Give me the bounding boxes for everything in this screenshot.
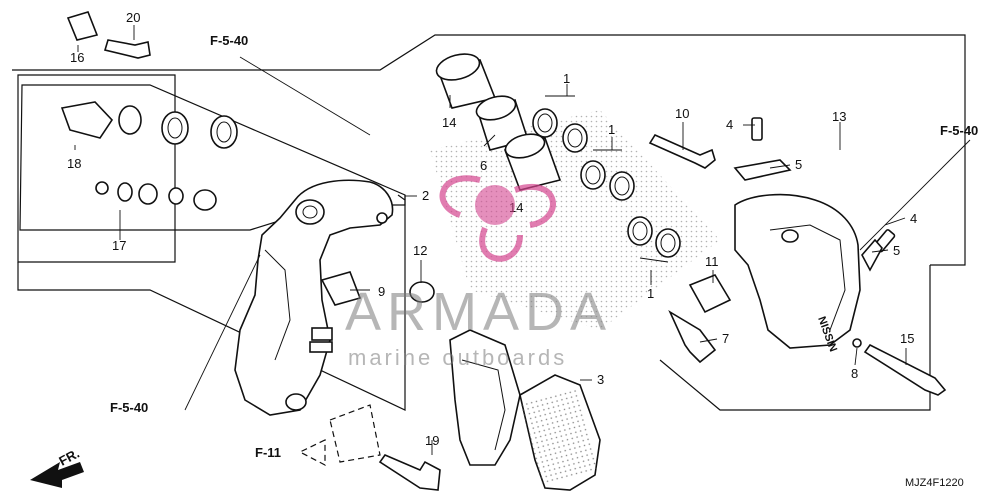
- part-number-10: 10: [675, 106, 689, 121]
- armada-logo-icon: [439, 175, 556, 262]
- mounting-bolt: [378, 454, 441, 491]
- f11-arrow: [298, 404, 381, 466]
- ref-f-5-40-bottom: F-5-40: [110, 400, 148, 415]
- ref-f-11: F-11: [255, 445, 281, 460]
- part-number-3: 3: [597, 372, 604, 387]
- front-direction-arrow: [30, 462, 84, 488]
- part-number-13: 13: [832, 109, 846, 124]
- collar-and-bolt: [66, 11, 151, 59]
- brake-pads: [449, 329, 601, 491]
- leader-lines: [74, 25, 971, 455]
- part-number-8: 8: [851, 366, 858, 381]
- part-number-9: 9: [378, 284, 385, 299]
- bracket-pins: [309, 327, 333, 353]
- seal-kit-parts: [60, 101, 238, 211]
- part-number-18: 18: [67, 156, 81, 171]
- caliper-body: NISSIN: [734, 193, 861, 354]
- part-number-5a: 5: [795, 157, 802, 172]
- part-number-12: 12: [413, 243, 427, 258]
- part-number-4b: 4: [910, 211, 917, 226]
- part-number-14a: 14: [442, 115, 456, 130]
- part-number-1b: 1: [608, 122, 615, 137]
- part-number-20: 20: [126, 10, 140, 25]
- part-number-15: 15: [900, 331, 914, 346]
- ref-f-5-40-right: F-5-40: [940, 123, 978, 138]
- dotted-shading: [430, 110, 720, 330]
- reference-labels: F-5-40 F-5-40 F-5-40 F-11 FR. MJZ4F1220: [56, 33, 978, 489]
- part-number-2: 2: [422, 188, 429, 203]
- part-number-6: 6: [480, 158, 487, 173]
- pin-boots: [409, 274, 732, 314]
- pin-bolt: [648, 133, 716, 169]
- diagram-code: MJZ4F1220: [905, 477, 964, 489]
- part-number-7: 7: [722, 331, 729, 346]
- part-number-5b: 5: [893, 243, 900, 258]
- bracket-clip: [320, 271, 362, 306]
- armada-watermark: ARMADA marine outboards: [345, 175, 612, 370]
- pad-spring: [668, 309, 862, 364]
- part-number-11: 11: [705, 254, 719, 269]
- part-number-1a: 1: [563, 71, 570, 86]
- part-number-17: 17: [112, 238, 126, 253]
- part-number-4a: 4: [726, 117, 733, 132]
- part-number-16: 16: [70, 50, 84, 65]
- part-number-19: 19: [425, 433, 439, 448]
- ref-f-5-40-top: F-5-40: [210, 33, 248, 48]
- part-number-1c: 1: [647, 286, 654, 301]
- pistons: [435, 53, 562, 191]
- watermark-tagline: marine outboards: [348, 345, 567, 370]
- watermark-brand: ARMADA: [345, 282, 612, 342]
- bleeder-screws: [733, 117, 896, 272]
- piston-seals: [532, 108, 681, 258]
- pad-pin: [863, 343, 947, 396]
- caliper-bracket: [234, 179, 394, 416]
